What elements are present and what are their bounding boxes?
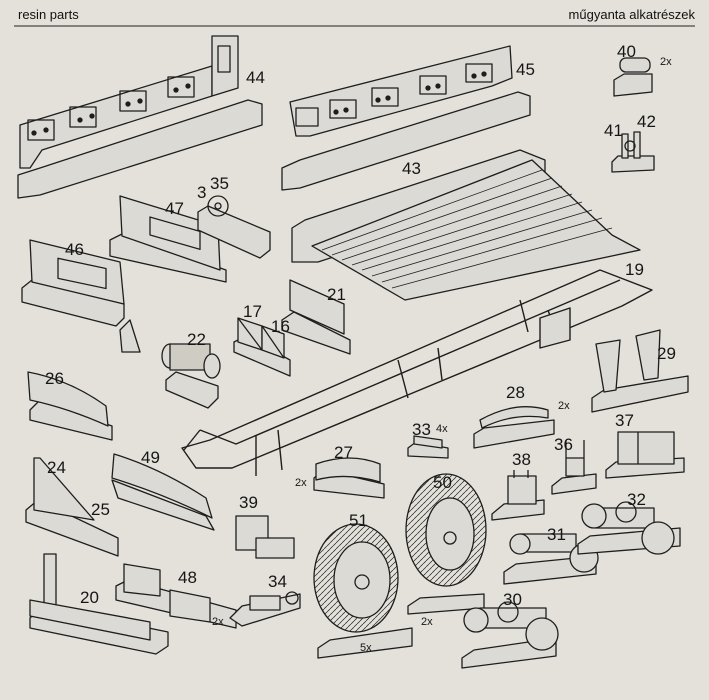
part-33-drawing: [407, 435, 449, 459]
part-43-label: 43: [402, 159, 421, 178]
part-51-label: 51: [349, 511, 368, 530]
part-27-label: 27: [334, 443, 353, 462]
part-44-sidewall-drawing: [17, 35, 263, 199]
part-47-label: 47: [165, 199, 184, 218]
part-45-label: 45: [516, 60, 535, 79]
part-40-42-drawing: [611, 57, 655, 173]
part-36-drawing: [551, 440, 597, 495]
part-51-qty: 5x: [360, 642, 372, 654]
part-34-label: 34: [268, 572, 287, 591]
part-35-3-drawing: [197, 195, 271, 259]
part-33-qty: 4x: [436, 423, 448, 435]
part-25-label: 25: [91, 500, 110, 519]
part-32-label: 32: [627, 490, 646, 509]
part-21-drawing: [281, 279, 351, 355]
part-47-panel-drawing: [109, 195, 227, 283]
part-26-drawing: [27, 371, 113, 441]
part-48-qty: 2x: [212, 616, 224, 628]
header-left-title: resin parts: [18, 7, 79, 22]
part-20-label: 20: [80, 588, 99, 607]
part-20-drawing: [29, 553, 169, 655]
part-39-drawing: [235, 515, 295, 559]
part-50-label: 50: [433, 473, 452, 492]
part-51-wheel-drawing: [313, 523, 413, 659]
part-44-label: 44: [246, 68, 265, 87]
part-50-wheel-drawing: [405, 473, 487, 615]
part-30-label: 30: [503, 590, 522, 609]
part-39-label: 39: [239, 493, 258, 512]
part-48-label: 48: [178, 568, 197, 587]
part-37-drawing: [605, 431, 685, 479]
part-30-axle-drawing: [461, 601, 559, 669]
part-16-label: 16: [271, 317, 290, 336]
part-38-label: 38: [512, 450, 531, 469]
part-21-label: 21: [327, 285, 346, 304]
part-49-label: 49: [141, 448, 160, 467]
part-40-qty: 2x: [660, 56, 672, 68]
part-49-drawing: [111, 453, 215, 531]
part-46-label: 46: [65, 240, 84, 259]
part-29-drawing: [591, 329, 689, 413]
part-31-label: 31: [547, 525, 566, 544]
part-29-label: 29: [657, 344, 676, 363]
part-38-drawing: [491, 470, 545, 521]
part-22-drawing: [161, 343, 221, 409]
part-40-label: 40: [617, 42, 636, 61]
header-right-title: műgyanta alkatrészek: [568, 7, 695, 22]
part-26-label: 26: [45, 369, 64, 388]
part-33-label: 33: [412, 420, 431, 439]
part-27-drawing: [313, 457, 385, 499]
part-32-axle-drawing: [577, 501, 681, 555]
part-19-label: 19: [625, 260, 644, 279]
part-43-floor-drawing: [291, 149, 641, 301]
part-28-label: 28: [506, 383, 525, 402]
part-3-label: 3: [197, 183, 207, 202]
part-19-frame-drawing: [181, 269, 653, 476]
part-46-panel-drawing: [21, 239, 141, 353]
part-27-qty: 2x: [295, 477, 307, 489]
part-24-label: 24: [47, 458, 66, 477]
part-45-sidewall-drawing: [281, 45, 531, 191]
part-42-label: 42: [637, 112, 656, 131]
part-16-17-drawing: [233, 317, 291, 377]
part-17-label: 17: [243, 302, 262, 321]
part-36-label: 36: [554, 435, 573, 454]
part-24-25-drawing: [25, 457, 119, 557]
part-50-qty: 2x: [421, 616, 433, 628]
part-22-label: 22: [187, 330, 206, 349]
part-41-label: 41: [604, 121, 623, 140]
part-28-qty: 2x: [558, 400, 570, 412]
part-37-label: 37: [615, 411, 634, 430]
part-35-label: 35: [210, 174, 229, 193]
part-28-drawing: [473, 406, 555, 449]
part-34-drawing: [229, 591, 301, 627]
